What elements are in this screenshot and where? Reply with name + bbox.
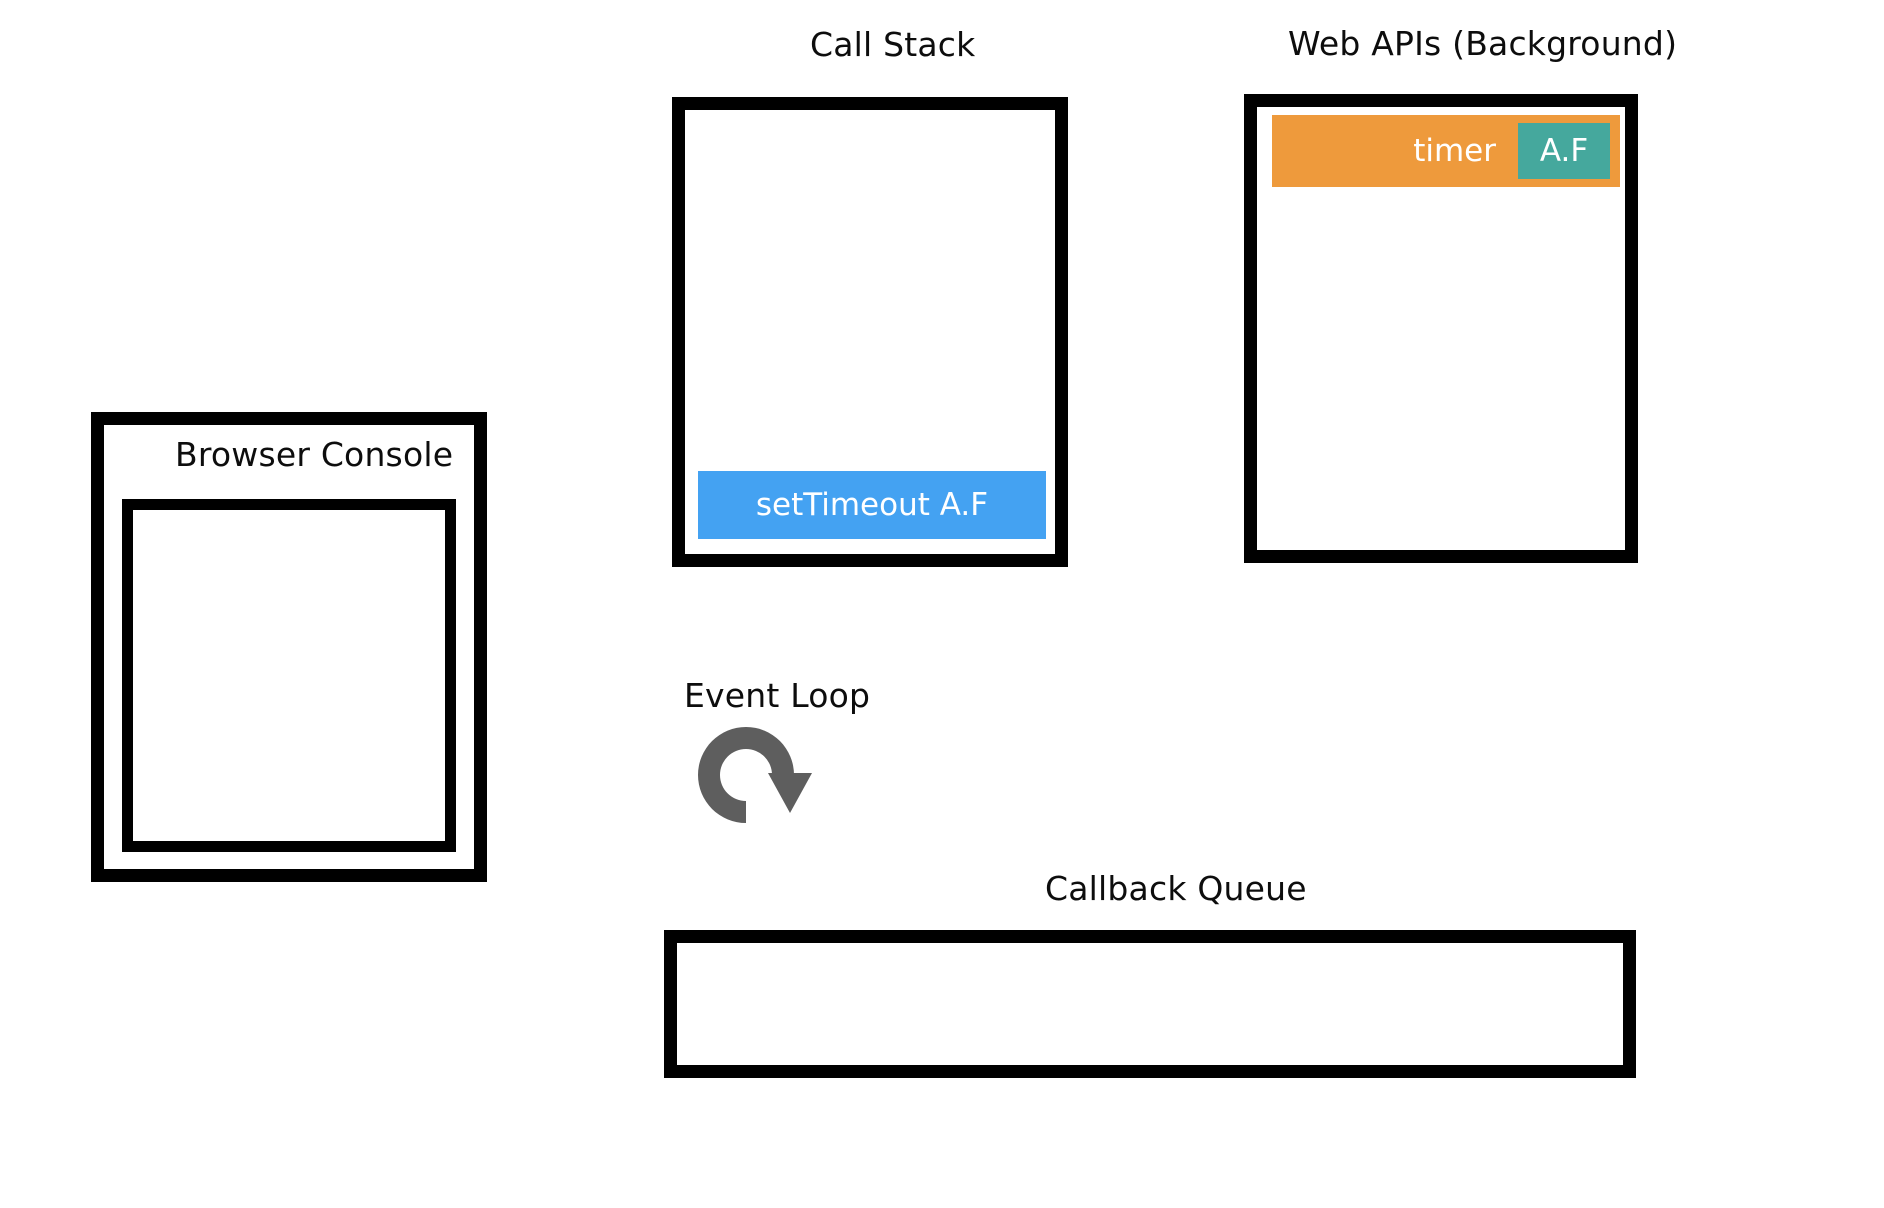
call-stack-title: Call Stack [810, 25, 976, 64]
web-api-task-callback-chip[interactable]: A.F [1518, 123, 1610, 179]
callback-queue-title: Callback Queue [1045, 869, 1307, 908]
event-loop-title: Event Loop [684, 676, 871, 715]
web-api-task-label: timer [1413, 132, 1496, 169]
circular-arrow-icon [698, 727, 812, 823]
browser-console-title: Browser Console [175, 435, 454, 474]
call-stack-frame[interactable]: setTimeout A.F [698, 471, 1046, 539]
web-api-task-callback-label: A.F [1539, 132, 1589, 169]
web-apis-title: Web APIs (Background) [1288, 24, 1678, 63]
call-stack-frame-label: setTimeout A.F [755, 486, 989, 523]
web-api-task-timer[interactable]: timer A.F [1272, 115, 1620, 187]
browser-console-output-area[interactable] [122, 499, 456, 852]
callback-queue-panel [664, 930, 1636, 1078]
